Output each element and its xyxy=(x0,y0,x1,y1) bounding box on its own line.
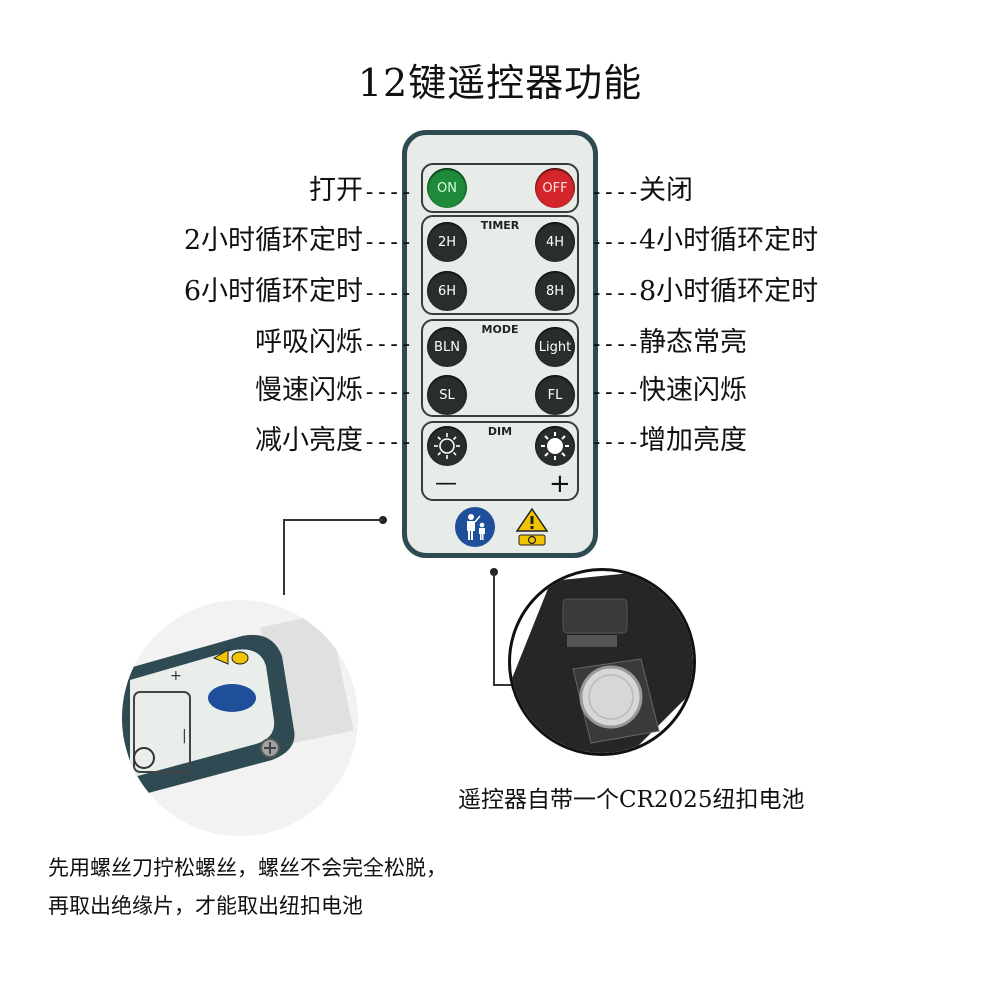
battery-caption: 遥控器自带一个CR2025纽扣电池 xyxy=(458,787,805,813)
label-fl: ----快速闪烁 xyxy=(590,375,747,406)
timer-4h-button[interactable]: 4H xyxy=(535,222,575,262)
plus-sign: + xyxy=(549,469,571,499)
label-light: ----静态常亮 xyxy=(590,327,747,358)
minus-sign: — xyxy=(435,471,457,496)
label-bln: 呼吸闪烁---- xyxy=(255,327,413,358)
label-2h: 2小时循环定时---- xyxy=(183,225,413,256)
on-button[interactable]: ON xyxy=(427,168,467,208)
screw-detail-photo: + | xyxy=(122,600,358,836)
leader-line-right-h xyxy=(493,684,521,686)
sun-dim-icon xyxy=(434,433,460,459)
light-button[interactable]: Light xyxy=(535,327,575,367)
svg-text:|: | xyxy=(182,728,187,744)
breathing-button[interactable]: BLN xyxy=(427,327,467,367)
svg-text:+: + xyxy=(170,668,182,684)
label-6h: 6小时循环定时---- xyxy=(183,276,413,307)
dim-panel: DIM — xyxy=(421,421,579,501)
timer-panel: TIMER 2H 4H 6H 8H xyxy=(421,215,579,315)
leader-dot-left xyxy=(379,516,387,524)
label-off: ----关闭 xyxy=(590,175,693,206)
label-on: 打开---- xyxy=(309,175,413,206)
label-sl: 慢速闪烁---- xyxy=(255,375,413,406)
slow-flash-button[interactable]: SL xyxy=(427,375,467,415)
battery-detail-photo xyxy=(508,568,696,756)
sun-bright-icon xyxy=(541,432,569,460)
leader-line-left-v xyxy=(283,519,285,595)
battery-warning-icon xyxy=(515,507,549,547)
timer-2h-button[interactable]: 2H xyxy=(427,222,467,262)
leader-line-right-v xyxy=(493,572,495,684)
leader-line-left-h xyxy=(283,519,383,521)
child-warning-icon xyxy=(455,507,495,547)
instruction-line-2: 再取出绝缘片，才能取出纽扣电池 xyxy=(48,894,363,918)
timer-8h-button[interactable]: 8H xyxy=(535,271,575,311)
dim-up-button[interactable] xyxy=(535,426,575,466)
off-button[interactable]: OFF xyxy=(535,168,575,208)
instruction-line-1: 先用螺丝刀拧松螺丝，螺丝不会完全松脱， xyxy=(48,856,447,880)
label-dim-up: ----增加亮度 xyxy=(590,425,747,456)
fast-flash-button[interactable]: FL xyxy=(535,375,575,415)
dim-down-button[interactable] xyxy=(427,426,467,466)
mode-panel: MODE BLN Light SL FL xyxy=(421,319,579,417)
label-dim-down: 减小亮度---- xyxy=(255,425,413,456)
remote-control: ON OFF TIMER 2H 4H 6H 8H MODE BLN Light … xyxy=(402,130,598,558)
timer-label: TIMER xyxy=(480,219,520,232)
timer-6h-button[interactable]: 6H xyxy=(427,271,467,311)
power-panel: ON OFF xyxy=(421,163,579,213)
mode-label: MODE xyxy=(481,323,519,336)
dim-label: DIM xyxy=(487,425,513,438)
label-4h: ----4小时循环定时 xyxy=(590,225,819,256)
label-8h: ----8小时循环定时 xyxy=(590,276,819,307)
page-title: 12键遥控器功能 xyxy=(357,61,643,105)
